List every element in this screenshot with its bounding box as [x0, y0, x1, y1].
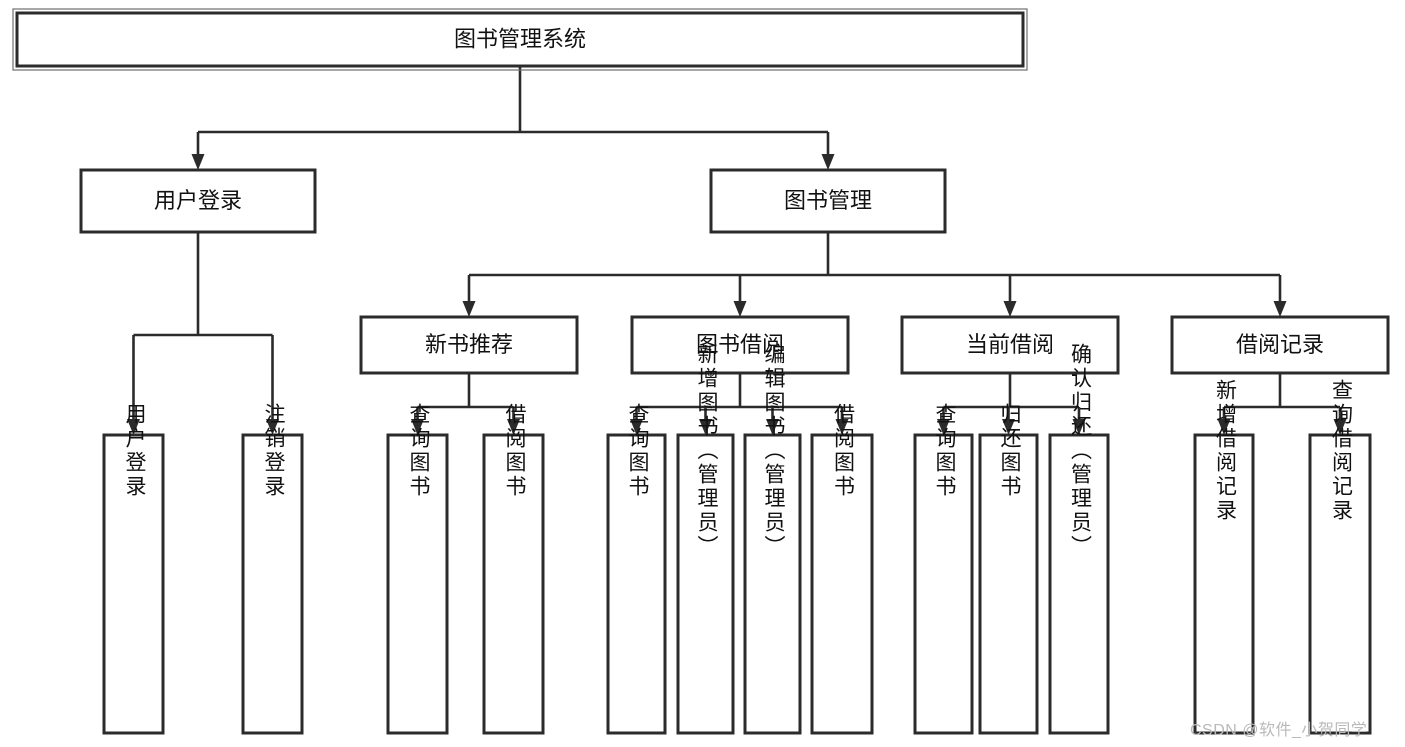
node-label-leaf-query-book-2: 查询图书	[626, 403, 650, 499]
node-label-leaf-borrow-book-2: 借阅图书	[831, 403, 855, 499]
node-root[interactable]: 图书管理系统	[15, 11, 1025, 68]
node-box-leaf-add-book[interactable]	[676, 433, 735, 735]
node-box-book-manage[interactable]	[709, 168, 947, 234]
node-label-leaf-edit-book: 编辑图书（管理员）	[762, 343, 786, 559]
node-leaf-query-book-1[interactable]: 查询图书	[386, 403, 449, 735]
arrow-head-icon	[191, 154, 205, 170]
node-borrow-record[interactable]: 借阅记录	[1170, 315, 1390, 375]
node-box-leaf-confirm-return[interactable]	[1048, 433, 1110, 735]
node-box-leaf-borrow-book-2[interactable]	[810, 433, 874, 735]
arrow-head-icon	[1072, 419, 1086, 435]
arrow-head-icon	[821, 154, 835, 170]
node-label-leaf-add-book: 新增图书（管理员）	[695, 343, 719, 559]
node-box-book-borrow[interactable]	[630, 315, 850, 375]
csdn-watermark: CSDN @软件_小贺同学	[1190, 722, 1368, 739]
node-box-leaf-edit-book[interactable]	[743, 433, 802, 735]
node-box-leaf-borrow-book-1[interactable]	[482, 433, 545, 735]
edge-borrow-to-leaves	[630, 373, 849, 435]
node-box-new-book-recommend[interactable]	[359, 315, 579, 375]
node-box-root[interactable]	[15, 11, 1025, 68]
node-box-user-login[interactable]	[79, 168, 317, 234]
arrow-head-icon	[630, 419, 643, 435]
node-label-leaf-user-login: 用户登录	[123, 403, 147, 499]
node-label-current-borrow: 当前借阅	[966, 332, 1054, 357]
edge-root-to-level2	[191, 66, 835, 170]
edge-user-login-to-leaves	[127, 232, 279, 435]
node-label-leaf-confirm-return: 确认归还（管理员）	[1068, 343, 1092, 559]
node-box-leaf-user-logout[interactable]	[241, 433, 304, 735]
node-label-leaf-borrow-book-1: 借阅图书	[503, 403, 527, 499]
arrow-head-icon	[1002, 419, 1015, 435]
node-label-user-login: 用户登录	[154, 188, 242, 213]
node-leaf-edit-book[interactable]: 编辑图书（管理员）	[743, 343, 802, 735]
node-label-leaf-query-book-3: 查询图书	[933, 403, 957, 499]
arrow-head-icon	[733, 301, 747, 317]
node-leaf-user-login[interactable]: 用户登录	[102, 403, 165, 735]
node-leaf-confirm-return[interactable]: 确认归还（管理员）	[1048, 343, 1110, 735]
node-book-borrow[interactable]: 图书借阅	[630, 315, 850, 375]
node-label-borrow-record: 借阅记录	[1236, 332, 1324, 357]
node-box-leaf-return-book[interactable]	[978, 433, 1039, 735]
node-leaf-query-record[interactable]: 查询借阅记录	[1308, 379, 1372, 735]
node-box-borrow-record[interactable]	[1170, 315, 1390, 375]
node-label-leaf-query-book-1: 查询图书	[407, 403, 431, 499]
node-label-leaf-query-record: 查询借阅记录	[1329, 379, 1353, 523]
arrow-head-icon	[127, 419, 140, 435]
arrow-head-icon	[937, 419, 950, 435]
arrow-head-icon	[1003, 301, 1017, 317]
node-new-book-recommend[interactable]: 新书推荐	[359, 315, 579, 375]
arrow-head-icon	[835, 419, 849, 435]
arrow-head-icon	[1217, 419, 1231, 435]
node-label-root: 图书管理系统	[454, 26, 586, 51]
node-book-manage[interactable]: 图书管理	[709, 168, 947, 234]
edge-record-to-leaves	[1217, 373, 1347, 435]
node-label-leaf-user-logout: 注销登录	[262, 403, 286, 499]
node-user-login[interactable]: 用户登录	[79, 168, 317, 234]
node-box-leaf-user-login[interactable]	[102, 433, 165, 735]
node-leaf-return-book[interactable]: 归还图书	[978, 403, 1039, 735]
node-current-borrow[interactable]: 当前借阅	[900, 315, 1120, 375]
arrow-head-icon	[1273, 301, 1287, 317]
node-leaf-add-book[interactable]: 新增图书（管理员）	[676, 343, 735, 735]
node-leaf-borrow-book-2[interactable]: 借阅图书	[810, 403, 874, 735]
node-label-book-manage: 图书管理	[784, 188, 872, 213]
edge-current-to-leaves	[937, 373, 1086, 435]
root-box-outline	[12, 8, 1028, 71]
edge-recommend-to-leaves	[411, 373, 520, 435]
node-label-leaf-add-record: 新增借阅记录	[1213, 379, 1237, 523]
arrow-head-icon	[507, 419, 520, 435]
node-box-leaf-query-book-3[interactable]	[913, 433, 974, 735]
node-label-book-borrow: 图书借阅	[696, 332, 784, 357]
node-leaf-user-logout[interactable]: 注销登录	[241, 403, 304, 735]
arrow-head-icon	[699, 419, 712, 435]
edge-book-manage-to-level3	[462, 232, 1287, 317]
node-box-current-borrow[interactable]	[900, 315, 1120, 375]
arrow-head-icon	[766, 419, 779, 435]
arrow-head-icon	[411, 419, 424, 435]
node-leaf-add-record[interactable]: 新增借阅记录	[1193, 379, 1255, 735]
node-box-leaf-query-book-2[interactable]	[606, 433, 667, 735]
node-leaf-borrow-book-1[interactable]: 借阅图书	[482, 403, 545, 735]
arrow-head-icon	[462, 301, 476, 317]
node-box-leaf-add-record[interactable]	[1193, 433, 1255, 735]
node-label-new-book-recommend: 新书推荐	[425, 332, 513, 357]
node-box-leaf-query-record[interactable]	[1308, 433, 1372, 735]
node-leaf-query-book-3[interactable]: 查询图书	[913, 403, 974, 735]
connector-edges-layer	[127, 66, 1347, 435]
node-leaf-query-book-2[interactable]: 查询图书	[606, 403, 667, 735]
arrow-head-icon	[1333, 419, 1347, 435]
node-label-leaf-return-book: 归还图书	[998, 403, 1022, 499]
arrow-head-icon	[266, 419, 279, 435]
node-box-leaf-query-book-1[interactable]	[386, 433, 449, 735]
nodes-layer: 图书管理系统用户登录图书管理新书推荐图书借阅当前借阅借阅记录用户登录注销登录查询…	[12, 8, 1390, 735]
